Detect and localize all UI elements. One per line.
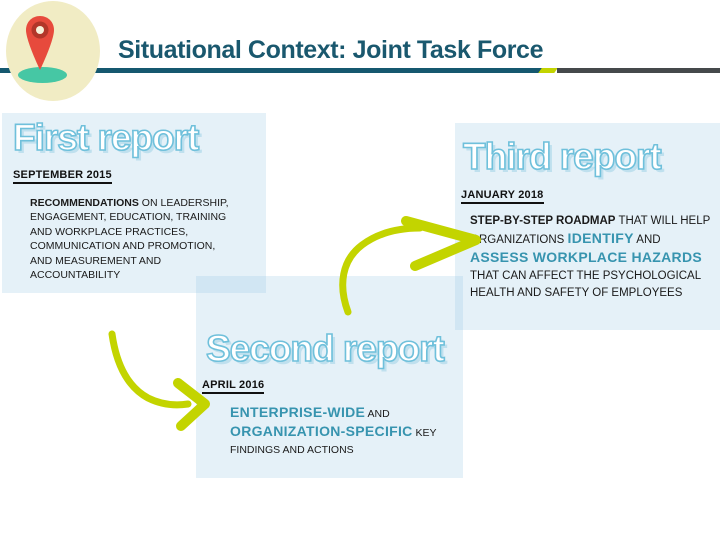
body-line: ACCOUNTABILITY: [30, 268, 229, 282]
body-line: ASSESS WORKPLACE HAZARDS: [470, 249, 710, 268]
third-report-title: Third report: [462, 136, 662, 177]
text-segment: KEY: [412, 427, 437, 439]
bold-keyword: STEP-BY-STEP ROADMAP: [470, 215, 616, 227]
body-line: HEALTH AND SAFETY OF EMPLOYEES: [470, 285, 710, 302]
first-report-title: First report: [12, 117, 200, 158]
text-segment: FINDINGS AND ACTIONS: [230, 444, 354, 456]
accent-keyword: ASSESS WORKPLACE HAZARDS: [470, 249, 702, 265]
text-segment: THAT WILL HELP: [615, 215, 711, 227]
second-report-title: Second report: [205, 328, 445, 369]
logo-cream-ellipse: [6, 1, 100, 101]
map-pin-icon: [26, 16, 54, 70]
body-line: ENTERPRISE-WIDE AND: [230, 404, 437, 423]
accent-keyword: ENTERPRISE-WIDE: [230, 404, 366, 420]
pin-ground-ellipse: [18, 67, 67, 83]
text-segment: COMMUNICATION AND PROMOTION,: [30, 240, 216, 253]
body-line: FINDINGS AND ACTIONS: [230, 442, 437, 459]
second-report-body: ENTERPRISE-WIDE AND ORGANIZATION-SPECIFI…: [230, 404, 437, 459]
body-line: COMMUNICATION AND PROMOTION,: [30, 239, 229, 253]
third-report-date: JANUARY 2018: [461, 189, 544, 204]
text-segment: ORGANIZATIONS: [470, 234, 568, 246]
body-line: ORGANIZATIONS IDENTIFY AND: [470, 230, 710, 249]
body-line: STEP-BY-STEP ROADMAP THAT WILL HELP: [470, 213, 710, 230]
divider-accent-dash: [538, 68, 558, 73]
first-report-date: SEPTEMBER 2015: [13, 169, 112, 184]
accent-keyword: ORGANIZATION-SPECIFIC: [230, 423, 413, 439]
divider-gray: [557, 68, 720, 73]
page-title: Situational Context: Joint Task Force: [118, 36, 544, 64]
text-segment: AND WORKPLACE PRACTICES,: [30, 225, 189, 238]
text-segment: HEALTH AND SAFETY OF EMPLOYEES: [470, 287, 683, 299]
body-line: ENGAGEMENT, EDUCATION, TRAINING: [30, 210, 229, 224]
body-line: RECOMMENDATIONS ON LEADERSHIP,: [30, 196, 229, 210]
text-segment: AND: [365, 408, 390, 420]
second-report-date: APRIL 2016: [202, 379, 265, 394]
second-report-card: Second report APRIL 2016 ENTERPRISE-WIDE…: [196, 276, 463, 478]
divider-teal: [0, 68, 543, 73]
third-report-card: Third report JANUARY 2018 STEP-BY-STEP R…: [455, 123, 720, 330]
body-line: ORGANIZATION-SPECIFIC KEY: [230, 423, 437, 442]
text-segment: ON LEADERSHIP,: [138, 197, 229, 209]
text-segment: ENGAGEMENT, EDUCATION, TRAINING: [30, 211, 227, 224]
first-report-card: First report SEPTEMBER 2015 RECOMMENDATI…: [2, 113, 266, 293]
body-line: THAT CAN AFFECT THE PSYCHOLOGICAL: [470, 268, 710, 285]
text-segment: AND MEASUREMENT AND: [30, 254, 162, 267]
arrow-first-to-second: [108, 330, 210, 431]
bold-keyword: RECOMMENDATIONS: [30, 197, 139, 209]
text-segment: THAT CAN AFFECT THE PSYCHOLOGICAL: [470, 270, 702, 282]
body-line: AND WORKPLACE PRACTICES,: [30, 225, 229, 239]
text-segment: AND: [633, 234, 661, 246]
third-report-body: STEP-BY-STEP ROADMAP THAT WILL HELP ORGA…: [470, 213, 710, 302]
text-segment: ACCOUNTABILITY: [30, 269, 121, 282]
location-logo: [0, 0, 105, 105]
body-line: AND MEASUREMENT AND: [30, 254, 229, 268]
accent-keyword: IDENTIFY: [567, 230, 634, 246]
first-report-body: RECOMMENDATIONS ON LEADERSHIP, ENGAGEMEN…: [30, 196, 229, 282]
